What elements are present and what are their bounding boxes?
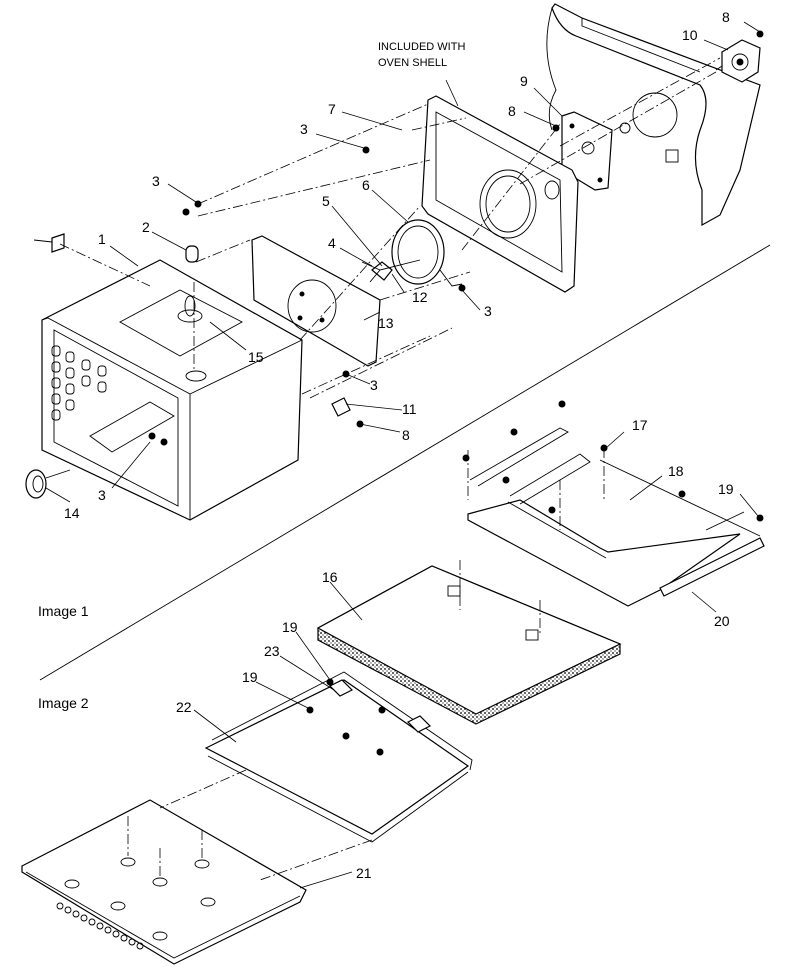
callout-19-left: 19 xyxy=(242,669,258,685)
callout-12: 12 xyxy=(412,289,428,305)
frame-part-18 xyxy=(467,427,761,607)
callout-13: 13 xyxy=(378,315,394,331)
callout-5: 5 xyxy=(322,193,330,209)
callout-14: 14 xyxy=(64,505,80,521)
callout-15: 15 xyxy=(248,349,264,365)
leader-lines xyxy=(45,21,761,889)
callout-3-right: 3 xyxy=(484,303,492,319)
rail-part-20 xyxy=(659,511,765,597)
callout-6: 6 xyxy=(362,177,370,193)
callout-3-lower: 3 xyxy=(98,487,106,503)
oven-shell-back xyxy=(546,3,761,227)
fan-blade-part-5 xyxy=(361,259,421,283)
note-line-2: OVEN SHELL xyxy=(378,57,447,69)
callout-19-upper: 19 xyxy=(282,619,298,635)
clip-part-23 xyxy=(328,679,432,733)
callout-4: 4 xyxy=(328,235,336,251)
callout-22: 22 xyxy=(176,699,192,715)
callout-18: 18 xyxy=(668,463,684,479)
callout-21: 21 xyxy=(356,865,372,881)
sleeve-part-2 xyxy=(185,245,199,263)
callout-20: 20 xyxy=(714,613,730,629)
caption-image-2: Image 2 xyxy=(38,695,89,711)
base-plate-part-21 xyxy=(21,799,307,965)
callout-17: 17 xyxy=(632,417,648,433)
insulation-part-16 xyxy=(316,565,622,725)
oven-cavity-part-1 xyxy=(41,259,303,521)
callout-1: 1 xyxy=(98,231,106,247)
fan-motor-part-10 xyxy=(715,39,761,83)
callout-8-top: 8 xyxy=(722,9,730,25)
image-divider-line xyxy=(39,244,771,681)
rear-panel-included xyxy=(421,95,579,293)
assembly-lines xyxy=(59,57,721,881)
caption-image-1: Image 1 xyxy=(38,603,89,619)
callout-10: 10 xyxy=(682,27,698,43)
callout-2: 2 xyxy=(142,219,150,235)
fan-ring-part-6 xyxy=(391,219,463,287)
callout-16: 16 xyxy=(322,569,338,585)
callout-23: 23 xyxy=(264,643,280,659)
bracket-part-11 xyxy=(331,397,351,417)
callout-11: 11 xyxy=(402,401,417,417)
callout-8-panel: 8 xyxy=(508,103,516,119)
callout-9: 9 xyxy=(520,73,528,89)
note-line-1: INCLUDED WITH xyxy=(378,41,465,53)
left-bracket xyxy=(33,233,65,253)
connector-part-14 xyxy=(25,469,71,499)
callout-3-top: 3 xyxy=(152,173,160,189)
callout-7: 7 xyxy=(328,101,336,117)
callouts: 1 2 3 3 3 3 3 4 5 6 7 8 8 8 9 10 11 12 1… xyxy=(64,9,734,881)
baffle-panel-part-13 xyxy=(251,235,381,367)
callout-3-upper: 3 xyxy=(300,121,308,137)
screws xyxy=(148,30,764,756)
callout-3-mid: 3 xyxy=(370,377,378,393)
callout-19-right: 19 xyxy=(718,481,734,497)
callout-8-lower: 8 xyxy=(402,427,410,443)
